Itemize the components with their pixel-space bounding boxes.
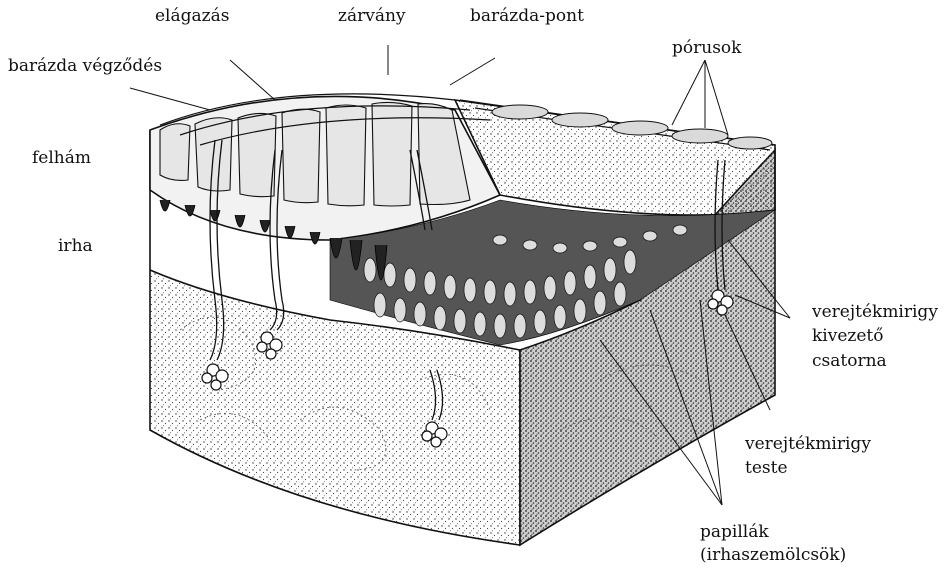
label-verejtek-kivezeto-2: kivezető xyxy=(812,326,884,347)
label-verejtek-kivezeto-1: verejtékmirigy xyxy=(812,302,938,323)
label-irha: irha xyxy=(58,236,93,257)
label-verejtek-teste-1: verejtékmirigy xyxy=(745,434,871,455)
label-porusok: pórusok xyxy=(672,38,741,59)
label-felham: felhám xyxy=(32,148,91,169)
label-verejtek-teste-2: teste xyxy=(745,458,788,479)
label-verejtek-kivezeto-3: csatorna xyxy=(812,351,887,372)
label-elagazas: elágazás xyxy=(155,6,229,27)
label-barazda-pont: barázda-pont xyxy=(470,6,584,27)
label-zarvany: zárvány xyxy=(338,6,406,27)
label-papillak-1: papillák xyxy=(700,522,769,543)
label-barazda-vegzodes: barázda végződés xyxy=(8,56,162,77)
label-papillak-2: (irhaszemölcsök) xyxy=(700,545,846,566)
